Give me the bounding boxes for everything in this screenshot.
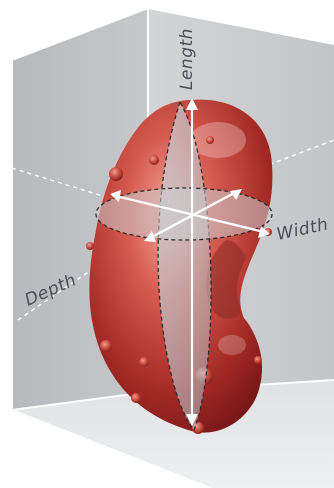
kidney-highlight-lower bbox=[218, 335, 246, 355]
kidney-highlight bbox=[190, 122, 246, 158]
length-label: Length bbox=[177, 28, 197, 90]
horizontal-section bbox=[96, 188, 272, 240]
